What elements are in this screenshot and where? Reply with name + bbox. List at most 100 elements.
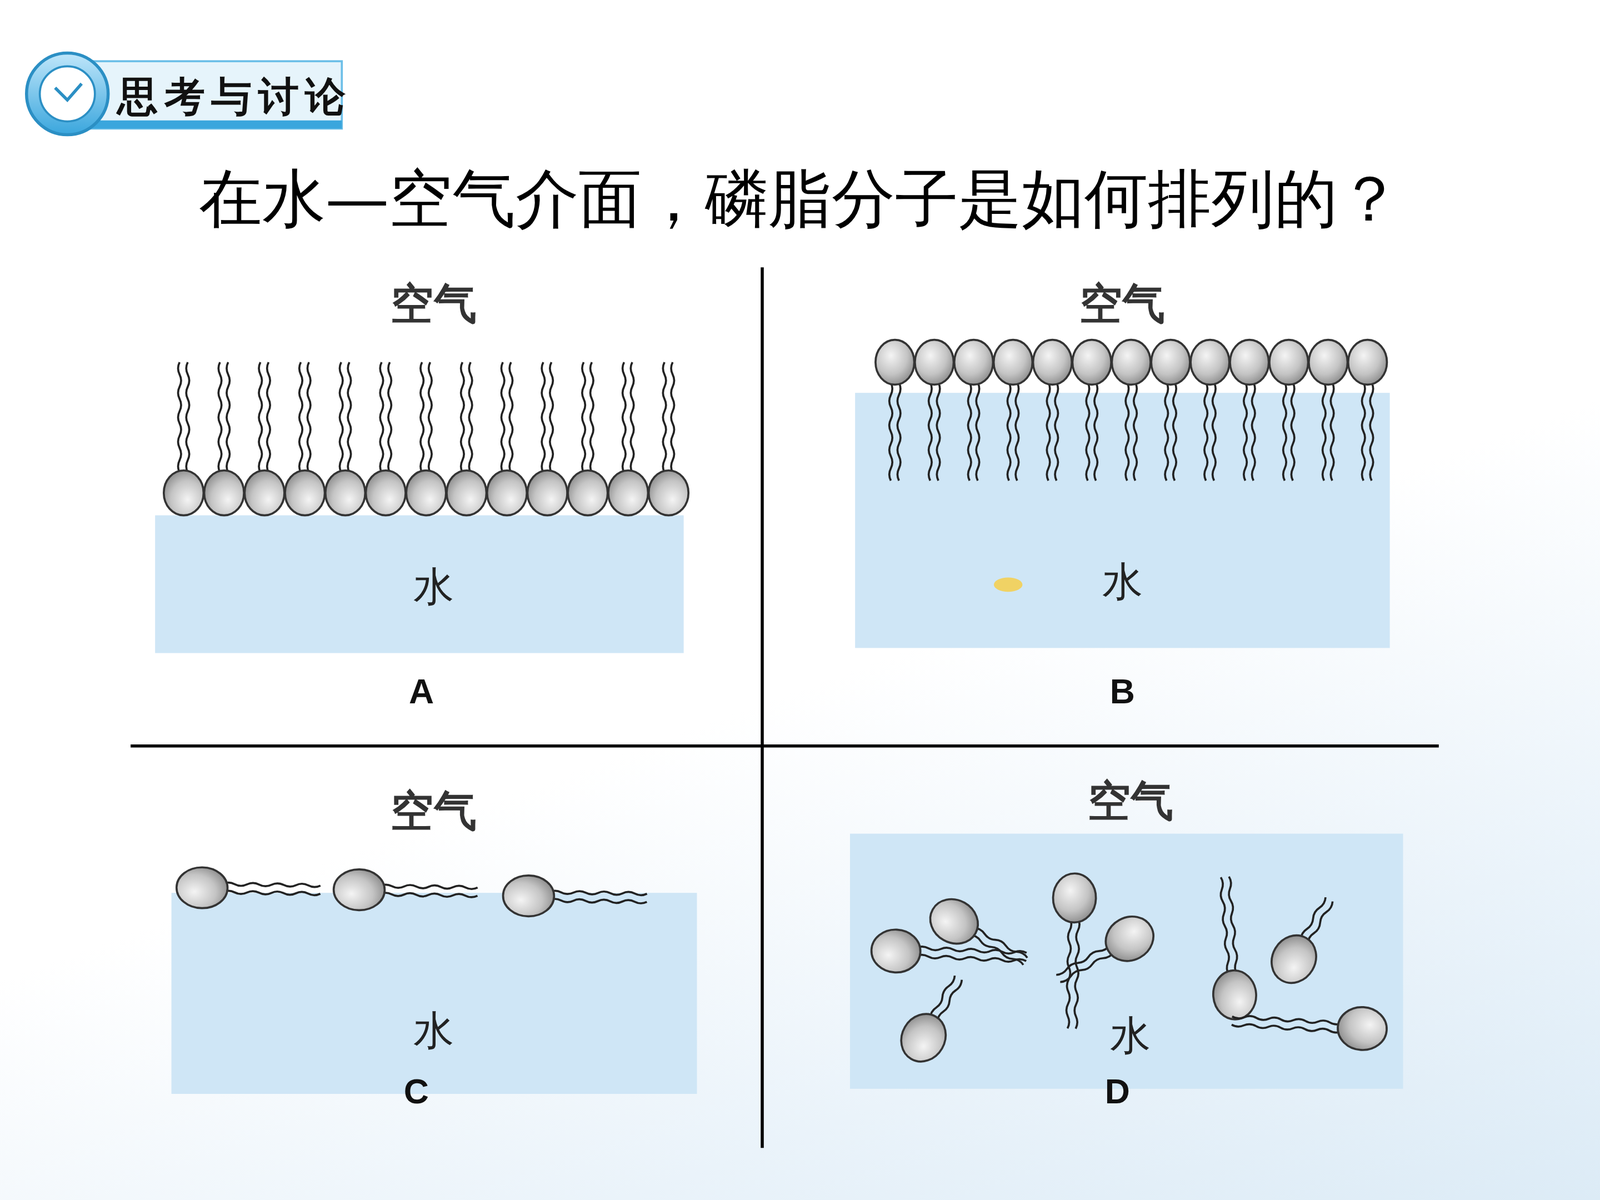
lipid-tail (1046, 382, 1050, 481)
phospholipid (446, 362, 487, 516)
lipid-tail (936, 382, 940, 481)
lipid-tail (1219, 877, 1231, 975)
phospholipid (870, 928, 1028, 979)
lipid-tail (548, 890, 647, 895)
lipid-head (648, 470, 689, 516)
phospholipid (1047, 908, 1162, 998)
lipid-tail (928, 382, 933, 481)
air-label: 空气 (1079, 275, 1165, 333)
lipid-tail (420, 362, 424, 473)
badge-text: 思考与讨论 (117, 68, 352, 125)
lipid-tail (968, 382, 972, 481)
lipid-tail (1251, 382, 1255, 481)
lipid-tail (379, 884, 478, 889)
lipid-tail (186, 362, 190, 473)
air-label: 空气 (1087, 772, 1174, 830)
phospholipid (527, 362, 568, 516)
lipid-tail (222, 882, 320, 887)
badge-circle (26, 53, 109, 135)
panel-letter: B (1110, 671, 1135, 712)
water-label: 水 (413, 1002, 454, 1059)
lipid-tail (1066, 918, 1072, 1029)
phospholipid (1308, 340, 1348, 481)
lipid-head (176, 866, 228, 909)
lipid-tail (307, 362, 311, 473)
lipid-tail (1243, 382, 1248, 481)
phospholipid (406, 362, 447, 516)
lipid-tail (1370, 382, 1374, 481)
lipid-tail (388, 362, 392, 473)
lipid-tail (968, 933, 1024, 967)
water-band: 水 (855, 392, 1390, 648)
air-label: 空气 (390, 782, 477, 840)
lipid-tail (1055, 943, 1111, 977)
lipid-tail (1015, 382, 1019, 481)
lipid-head (1230, 340, 1269, 385)
lipid-head (892, 1005, 955, 1070)
water-label: 水 (1102, 553, 1143, 610)
lipid-head (285, 470, 325, 516)
lipid-head (406, 470, 447, 516)
lipid-head (1308, 340, 1348, 385)
lipid-head (567, 470, 608, 516)
lipid-head (1190, 340, 1230, 385)
lipid-tail (1086, 382, 1090, 481)
water-band: 水 (155, 515, 684, 654)
lipid-head (502, 875, 555, 917)
phospholipid (244, 362, 285, 516)
lipid-head (1211, 968, 1258, 1022)
phospholipid (875, 340, 915, 481)
lipid-tail (1125, 382, 1129, 481)
lipid-tail (976, 382, 980, 481)
phospholipid-group (163, 340, 1389, 1070)
water-label: 水 (413, 558, 454, 615)
lipid-tail (1133, 382, 1138, 481)
lipid-tail (1094, 382, 1098, 481)
lipid-tail (630, 362, 634, 473)
divider-line (130, 744, 1439, 748)
lipid-head (1269, 340, 1309, 385)
phospholipid (1151, 340, 1190, 481)
lipid-tail (622, 362, 627, 473)
phospholipid (502, 875, 648, 919)
badge-underline (61, 120, 342, 129)
lipid-head (1111, 340, 1151, 385)
phospholipid (487, 362, 528, 516)
lipid-head (204, 470, 245, 516)
lipid-tail (218, 362, 222, 473)
lipid-head (1262, 927, 1325, 992)
panel-letter: A (408, 671, 434, 712)
water-band: 水 (850, 833, 1404, 1089)
phospholipid (608, 362, 649, 516)
dot (993, 577, 1023, 593)
lipid-tail (468, 362, 473, 473)
phospholipid (333, 868, 478, 913)
lipid-tail (501, 362, 505, 473)
air-label: 空气 (390, 275, 477, 333)
clock-face (40, 66, 95, 122)
phospholipid (1348, 340, 1388, 481)
lipid-tail (590, 362, 594, 473)
lipid-tail (973, 926, 1029, 960)
water-band: 水 (171, 892, 698, 1094)
lipid-tail (662, 362, 667, 473)
lipid-tail (1204, 382, 1208, 481)
phospholipid (1072, 340, 1112, 481)
phospholipid (1203, 875, 1258, 1022)
lipid-tail (916, 946, 1027, 955)
lipid-head (163, 470, 204, 516)
lipid-tail (582, 362, 586, 473)
phospholipid (1033, 340, 1073, 481)
phospholipid (1230, 998, 1388, 1052)
lipid-tail (380, 362, 384, 473)
phospholipid (1230, 340, 1269, 481)
phospholipid (325, 362, 366, 516)
phospholipid (285, 362, 325, 516)
lipid-head (527, 470, 568, 516)
panel-letter: C (403, 1071, 429, 1112)
lipid-head (608, 470, 649, 516)
lipid-tail (1173, 382, 1177, 481)
lipid-tail (928, 975, 957, 1019)
phospholipid (365, 362, 406, 516)
